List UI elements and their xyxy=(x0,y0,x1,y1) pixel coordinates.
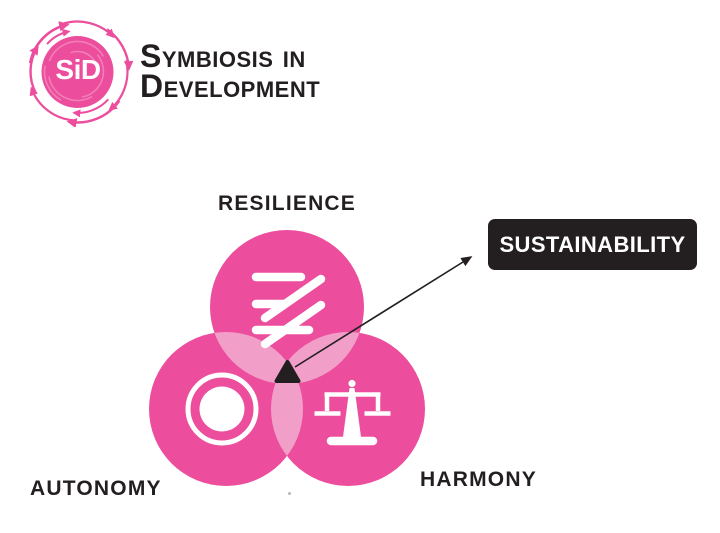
label-harmony: HARMONY xyxy=(420,468,537,491)
spring-icon xyxy=(251,272,326,349)
venn-overlaps xyxy=(210,332,364,486)
triangle-pointer-icon xyxy=(274,360,301,383)
label-autonomy: AUTONOMY xyxy=(30,477,162,500)
arrow-icon xyxy=(294,256,473,368)
balance-scale-icon xyxy=(314,379,391,446)
label-resilience: RESILIENCE xyxy=(217,192,357,215)
brand-line-2: Development xyxy=(140,68,321,104)
logo-monogram: SiD xyxy=(55,54,100,85)
stray-dot xyxy=(288,492,291,495)
sustainability-callout: SUSTAINABILITY xyxy=(488,219,697,270)
ring-icon xyxy=(185,372,259,446)
swirl-arrows-icon xyxy=(28,20,133,127)
sid-swirl-logo-icon: SiD xyxy=(28,20,133,127)
brand-wordmark: Symbiosis in Development xyxy=(140,38,321,104)
inner-swirl-icon xyxy=(43,40,105,102)
logo-disc xyxy=(41,36,114,108)
brand-line-1: Symbiosis in xyxy=(140,38,306,74)
sustainability-label: SUSTAINABILITY xyxy=(499,231,686,257)
